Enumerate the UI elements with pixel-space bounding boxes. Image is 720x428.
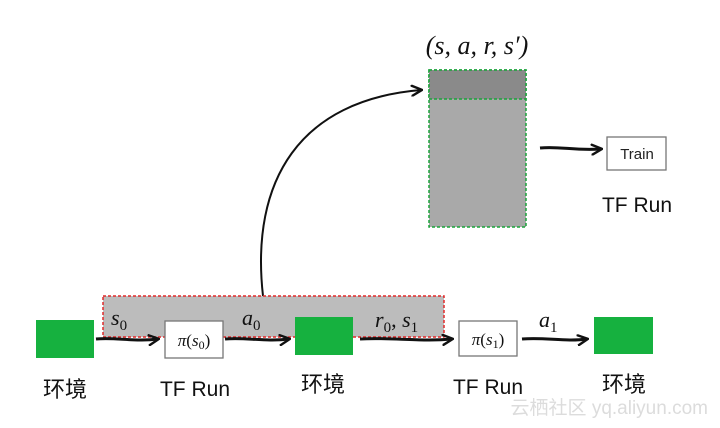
edge-label-a1-sub: 1 bbox=[550, 320, 558, 336]
edge-label-s1-main: s bbox=[402, 307, 411, 332]
env-block-2 bbox=[295, 317, 353, 355]
policy2-to-env3-arrow bbox=[521, 339, 587, 340]
store-transition-arrow bbox=[259, 90, 421, 297]
edge-label-s1-sub: 1 bbox=[411, 320, 419, 336]
tf-run-caption-2: TF Run bbox=[453, 376, 523, 399]
policy-label-1-s: s bbox=[192, 331, 199, 350]
policy-label-1-pi: π bbox=[178, 331, 187, 350]
train-run-caption: TF Run bbox=[602, 194, 672, 217]
watermark: 云栖社区 yq.aliyun.com bbox=[511, 397, 708, 419]
policy-label-2-open: ( bbox=[480, 330, 486, 349]
policy-label-1: π(s0) bbox=[178, 331, 211, 352]
replay-buffer-entry bbox=[428, 69, 527, 100]
train-box-label: Train bbox=[620, 146, 654, 163]
edge-label-a1: a1 bbox=[539, 307, 558, 336]
train-box-border bbox=[606, 136, 667, 171]
env-caption-1: 环境 bbox=[43, 377, 87, 402]
tf-run-caption-1: TF Run bbox=[160, 378, 230, 401]
buffer-to-train-arrow bbox=[539, 148, 601, 150]
edge-label-a0-main: a bbox=[242, 305, 253, 330]
env-block-1 bbox=[36, 320, 94, 358]
env-block-3 bbox=[594, 317, 653, 354]
policy-label-2-pi: π bbox=[472, 330, 481, 349]
edge-label-comma: , bbox=[391, 307, 402, 332]
edge-label-a0-sub: 0 bbox=[253, 318, 261, 334]
policy-box-2 bbox=[458, 320, 518, 357]
buffer-tuple-label: (s, a, r, s′) bbox=[426, 31, 528, 60]
policy-label-1-sub: 0 bbox=[199, 338, 205, 352]
policy-label-2: π(s1) bbox=[472, 330, 505, 351]
env-caption-3: 环境 bbox=[602, 372, 646, 397]
edge-label-r0-main: r bbox=[375, 307, 384, 332]
env1-to-policy1-arrow bbox=[95, 339, 158, 340]
edge-label-r0-s1: r0, s1 bbox=[375, 307, 418, 336]
policy-label-2-sub: 1 bbox=[493, 337, 499, 351]
policy1-to-env2-arrow bbox=[224, 339, 289, 340]
replay-buffer bbox=[428, 69, 527, 228]
env2-to-policy2-arrow bbox=[359, 339, 452, 340]
policy-label-2-s: s bbox=[486, 330, 493, 349]
edge-label-s0: s0 bbox=[111, 305, 127, 334]
transition-region bbox=[102, 295, 445, 338]
edge-label-a0: a0 bbox=[242, 305, 261, 334]
env-caption-2: 环境 bbox=[301, 372, 345, 397]
edge-label-s0-main: s bbox=[111, 305, 120, 330]
policy-box-1 bbox=[164, 320, 224, 359]
edge-label-s0-sub: 0 bbox=[120, 318, 128, 334]
train-box: Train bbox=[606, 136, 667, 171]
policy-label-2-close: ) bbox=[499, 330, 505, 349]
policy-label-1-close: ) bbox=[205, 331, 211, 350]
policy-label-1-open: ( bbox=[186, 331, 192, 350]
edge-label-r0-sub: 0 bbox=[384, 320, 392, 336]
edge-label-a1-main: a bbox=[539, 307, 550, 332]
